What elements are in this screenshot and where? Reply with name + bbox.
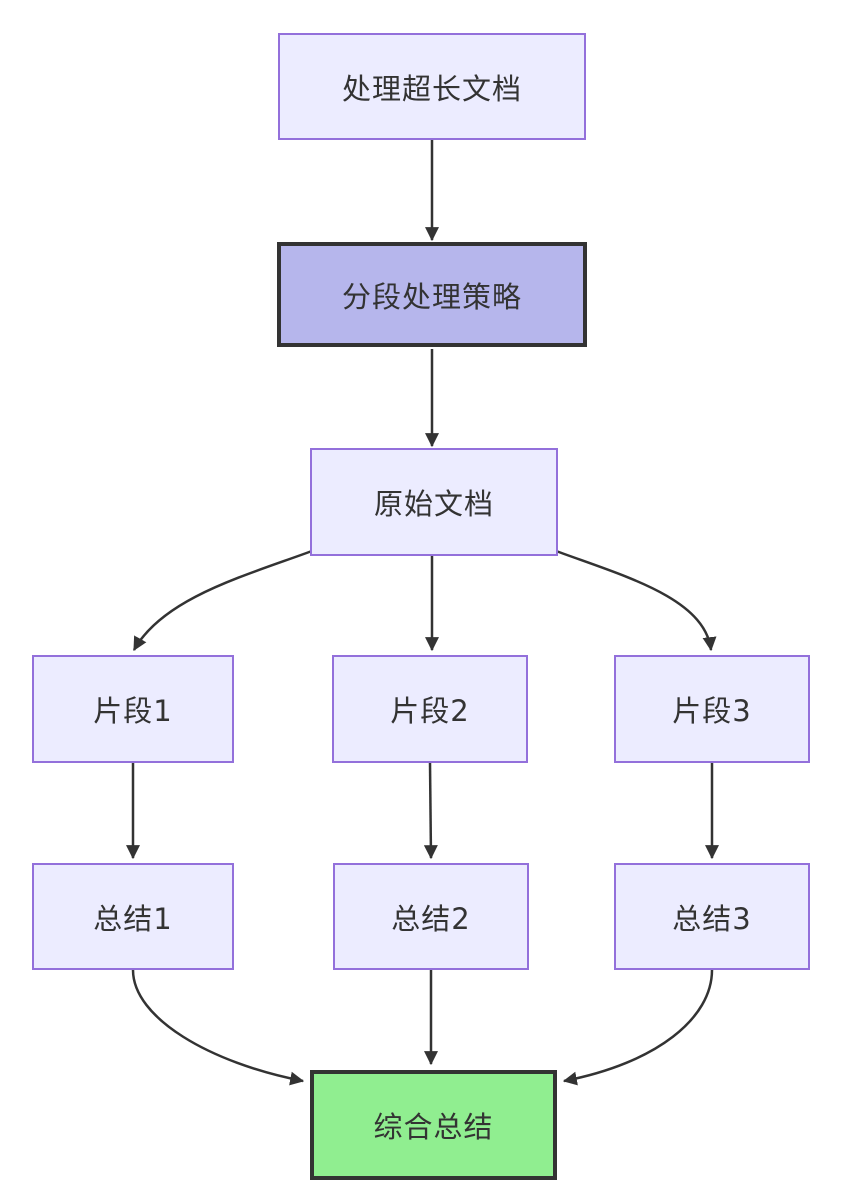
node-label: 总结2 xyxy=(391,901,471,936)
node-label: 原始文档 xyxy=(373,487,494,521)
edge-summary-3-to-final xyxy=(562,969,714,1086)
edge-summary-1-to-final xyxy=(131,969,305,1086)
node-segmentation-strategy: 分段处理策略 xyxy=(277,242,587,347)
node-process-long-document: 处理超长文档 xyxy=(278,33,586,140)
node-label: 片段2 xyxy=(390,694,470,728)
node-final-summary: 综合总结 xyxy=(310,1070,557,1180)
node-fragment-2: 片段2 xyxy=(332,655,528,763)
node-label: 总结3 xyxy=(672,901,752,936)
node-summary-2: 总结2 xyxy=(333,863,529,970)
node-label: 处理超长文档 xyxy=(341,71,522,106)
edge-original-to-fragment-3 xyxy=(555,549,717,652)
node-label: 总结1 xyxy=(93,901,173,936)
node-fragment-1: 片段1 xyxy=(32,655,234,763)
node-label: 分段处理策略 xyxy=(341,279,522,314)
edge-fragment-2-to-summary-2 xyxy=(423,762,438,860)
node-fragment-3: 片段3 xyxy=(614,655,810,763)
node-label: 片段1 xyxy=(93,694,173,728)
node-original-document: 原始文档 xyxy=(310,448,558,556)
node-summary-1: 总结1 xyxy=(32,863,234,970)
edge-original-to-fragment-1 xyxy=(132,549,313,652)
node-summary-3: 总结3 xyxy=(614,863,810,970)
node-label: 片段3 xyxy=(672,694,752,728)
node-label: 综合总结 xyxy=(373,1110,494,1144)
